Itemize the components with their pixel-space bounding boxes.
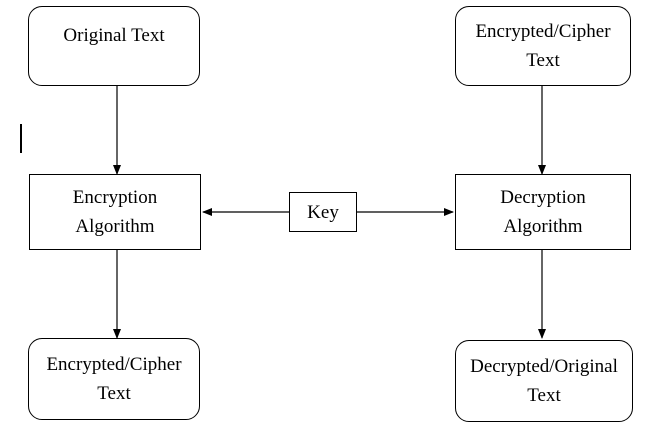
decryption-algorithm-box: Decryption Algorithm bbox=[455, 174, 631, 250]
encrypted-text-bottom-label: Encrypted/Cipher Text bbox=[46, 354, 182, 404]
encrypted-text-bottom-box: Encrypted/Cipher Text bbox=[28, 338, 200, 420]
text-cursor-mark bbox=[20, 124, 22, 153]
key-box: Key bbox=[289, 192, 357, 232]
encryption-algorithm-label: Encryption Algorithm bbox=[72, 187, 158, 237]
original-text-label: Original Text bbox=[63, 24, 165, 46]
key-label: Key bbox=[307, 201, 339, 223]
decryption-algorithm-label: Decryption Algorithm bbox=[500, 187, 586, 237]
encryption-algorithm-box: Encryption Algorithm bbox=[29, 174, 201, 250]
original-text-box: Original Text bbox=[28, 6, 200, 86]
encrypted-text-top-box: Encrypted/Cipher Text bbox=[455, 6, 631, 86]
decrypted-text-box: Decrypted/Original Text bbox=[455, 340, 633, 422]
decrypted-text-label: Decrypted/Original Text bbox=[470, 356, 618, 406]
encrypted-text-top-label: Encrypted/Cipher Text bbox=[475, 21, 611, 71]
